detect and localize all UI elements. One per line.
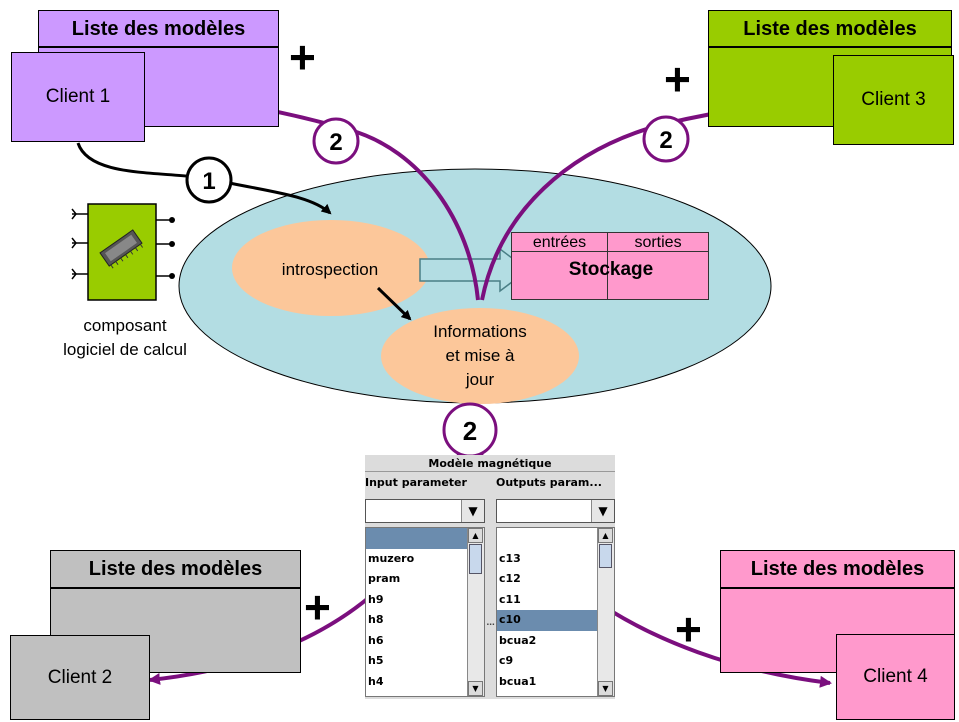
list-item[interactable]: h6 — [368, 633, 384, 647]
client3-box[interactable]: Client 3 — [833, 55, 954, 145]
list-item[interactable]: muzero — [368, 551, 415, 565]
list-item[interactable]: c9 — [499, 654, 514, 667]
list-item[interactable]: c12 — [499, 572, 521, 585]
client2-box[interactable]: Client 2 — [10, 635, 150, 720]
scroll-up-icon[interactable]: ▲ — [598, 528, 613, 543]
scroll-up-icon[interactable]: ▲ — [468, 528, 483, 543]
input-parameter-combo[interactable]: ▼ — [365, 499, 485, 523]
input-parameter-list[interactable]: muzero pram h9 h8 h6 h5 h4 ▲ ▼ — [365, 527, 485, 697]
component-caption-line1: composant — [83, 316, 167, 335]
output-list-scrollbar[interactable]: ▲ ▼ — [597, 528, 614, 696]
plus-sign-client1: + — [289, 31, 316, 83]
list-item[interactable]: h4 — [368, 674, 384, 688]
scroll-thumb[interactable] — [469, 544, 482, 574]
list-item[interactable] — [497, 528, 598, 549]
storage-table: entrées sorties Stockage — [511, 232, 709, 300]
panel-title: Modèle magnétique — [365, 455, 615, 472]
client1-box[interactable]: Client 1 — [11, 52, 145, 142]
split-divider[interactable]: ⋯ — [486, 620, 495, 629]
client2-label: Client 2 — [47, 666, 113, 688]
scroll-thumb[interactable] — [599, 544, 612, 568]
storage-col-outputs: sorties — [634, 234, 682, 251]
list-item[interactable]: h9 — [368, 592, 384, 606]
step2-circle-bottom: 2 — [442, 402, 498, 458]
introspection-to-info-arrow — [376, 286, 412, 321]
scroll-down-icon[interactable]: ▼ — [468, 681, 483, 696]
step2-circle-client1: 2 — [312, 117, 360, 165]
list-item[interactable]: h5 — [368, 654, 384, 667]
chevron-down-icon[interactable]: ▼ — [461, 500, 484, 522]
storage-title: Stockage — [568, 259, 654, 280]
step2-circle-client3: 2 — [642, 115, 690, 163]
information-label: Informations et mise à jour — [400, 320, 560, 392]
magnetic-model-panel: Modèle magnétique Input parameter Output… — [365, 455, 615, 699]
step2-number: 2 — [659, 127, 672, 154]
output-parameter-combo[interactable]: ▼ — [496, 499, 615, 523]
list-item[interactable]: bcua1 — [499, 674, 537, 688]
component-caption: composant logiciel de calcul — [40, 314, 210, 362]
step2-number: 2 — [463, 416, 477, 446]
information-line3: jour — [465, 370, 495, 389]
plus-sign-client2: + — [304, 581, 331, 633]
models-list-header-client4: Liste des modèles — [720, 550, 955, 588]
client4-box[interactable]: Client 4 — [836, 634, 955, 720]
step1-number: 1 — [202, 168, 215, 195]
computation-component-icon — [71, 203, 175, 301]
step1-circle: 1 — [185, 156, 233, 204]
introspection-label: introspection — [281, 260, 379, 279]
list-item[interactable]: c10 — [497, 610, 598, 631]
plus-sign-client3: + — [664, 53, 691, 105]
information-line1: Informations — [433, 322, 527, 341]
chevron-down-icon[interactable]: ▼ — [591, 500, 614, 522]
step2-number: 2 — [329, 129, 342, 156]
output-parameter-list[interactable]: c13 c12 c11 c10 bcua2 c9 bcua1 ▲ ▼ — [496, 527, 615, 697]
component-caption-line2: logiciel de calcul — [63, 340, 187, 359]
client4-label: Client 4 — [863, 666, 928, 687]
storage-col-inputs: entrées — [532, 234, 587, 251]
list-item[interactable]: bcua2 — [499, 633, 537, 647]
list-item[interactable]: c11 — [499, 592, 521, 606]
scroll-down-icon[interactable]: ▼ — [598, 681, 613, 696]
output-parameter-header: Outputs param... — [496, 476, 602, 489]
input-list-scrollbar[interactable]: ▲ ▼ — [467, 528, 484, 696]
models-list-header-client2: Liste des modèles — [50, 550, 301, 588]
information-line2: et mise à — [445, 346, 515, 365]
input-parameter-header: Input parameter — [365, 476, 467, 489]
list-item[interactable] — [366, 528, 468, 549]
client3-label: Client 3 — [861, 89, 926, 110]
list-item[interactable]: pram — [368, 572, 401, 585]
list-item[interactable]: h8 — [368, 613, 384, 626]
list-item[interactable]: c13 — [499, 551, 521, 565]
client1-label: Client 1 — [45, 86, 111, 107]
plus-sign-client4: + — [675, 603, 702, 655]
models-list-header-client1: Liste des modèles — [38, 10, 279, 47]
information-ellipse — [381, 308, 579, 404]
models-list-header-client3: Liste des modèles — [708, 10, 952, 47]
